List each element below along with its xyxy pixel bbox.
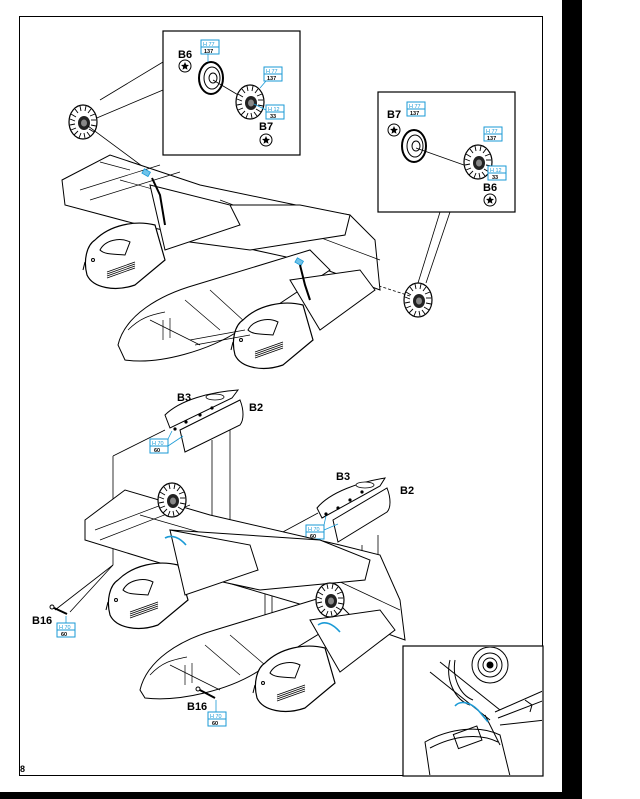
svg-text:H 77: H 77 — [203, 42, 215, 48]
page-edge-bottom — [0, 792, 582, 799]
aircraft-upper-view — [61, 154, 381, 370]
svg-text:H 77: H 77 — [486, 129, 498, 135]
wheel-detail-box-right: B7 B6 H 77 137 H 77 137 H 12 33 — [377, 91, 516, 284]
paint-code-box: H 12 33 — [265, 104, 285, 120]
tire-assembled-right — [403, 282, 433, 318]
paint-code-box: H 70 60 — [149, 438, 169, 454]
wheel-detail-box-left: B6 B7 H 77 137 H 77 137 H 12 33 — [91, 30, 301, 156]
part-label-b2: B2 — [249, 402, 263, 414]
svg-text:137: 137 — [204, 49, 213, 55]
paint-code-box: H 77 137 — [200, 39, 220, 55]
part-label-b16: B16 — [187, 701, 207, 713]
tire-installed-left — [157, 482, 187, 518]
part-label-b2: B2 — [400, 485, 414, 497]
glue-star-icon — [178, 59, 192, 73]
part-label-b7: B7 — [387, 109, 401, 121]
glue-star-icon — [259, 133, 273, 147]
part-label-b3: B3 — [336, 471, 350, 483]
svg-text:60: 60 — [212, 721, 218, 727]
strut-part-highlight — [141, 168, 152, 178]
tire-installed-right — [315, 582, 345, 618]
svg-text:H 70: H 70 — [308, 527, 320, 533]
paint-code-box: H 12 33 — [487, 165, 507, 181]
part-label-b3: B3 — [177, 392, 191, 404]
paint-code-box: H 77 137 — [263, 66, 283, 82]
svg-text:33: 33 — [492, 175, 498, 181]
tire-assembled-left — [68, 104, 98, 140]
svg-text:H 70: H 70 — [210, 714, 222, 720]
svg-text:H 77: H 77 — [409, 104, 421, 110]
svg-text:60: 60 — [61, 632, 67, 638]
strut-highlight — [164, 535, 187, 546]
strut-highlight — [317, 622, 341, 633]
door-parts-right: B3 B2 H 70 60 — [267, 471, 414, 543]
strut-highlight — [454, 701, 489, 723]
svg-text:137: 137 — [487, 136, 496, 142]
page-edge-right — [562, 0, 582, 799]
svg-text:137: 137 — [267, 76, 276, 82]
paint-code-box: H 70 60 — [207, 711, 227, 727]
part-label-b16: B16 — [32, 615, 52, 627]
svg-text:60: 60 — [310, 534, 316, 540]
svg-text:H 70: H 70 — [152, 441, 164, 447]
detail-inset-landing-gear — [402, 645, 544, 777]
part-label-b6: B6 — [178, 49, 192, 61]
hub-part-b6 — [198, 61, 224, 95]
svg-text:H 70: H 70 — [59, 625, 71, 631]
svg-text:137: 137 — [410, 111, 419, 117]
strut-part-highlight — [294, 257, 305, 267]
svg-text:33: 33 — [270, 114, 276, 120]
page-number: 8 — [20, 764, 26, 774]
part-b16-left: B16 H 70 60 — [32, 604, 76, 638]
svg-text:H 77: H 77 — [266, 69, 278, 75]
door-parts-left: B3 B2 H 70 60 — [112, 389, 263, 565]
paint-code-box: H 77 137 — [483, 126, 503, 142]
hub-part-b7 — [401, 129, 427, 163]
paint-code-box: H 77 137 — [406, 101, 426, 117]
svg-text:H 12: H 12 — [268, 107, 280, 113]
part-label-b6: B6 — [483, 182, 497, 194]
paint-code-box: H 70 60 — [305, 524, 325, 540]
svg-text:H 12: H 12 — [490, 168, 502, 174]
part-label-b7: B7 — [259, 121, 273, 133]
paint-code-box: H 70 60 — [56, 622, 76, 638]
tire-part-b7 — [235, 84, 265, 120]
part-b16-right: B16 H 70 60 — [187, 686, 227, 727]
glue-star-icon — [387, 123, 401, 137]
svg-text:60: 60 — [154, 448, 160, 454]
glue-star-icon — [483, 193, 497, 207]
